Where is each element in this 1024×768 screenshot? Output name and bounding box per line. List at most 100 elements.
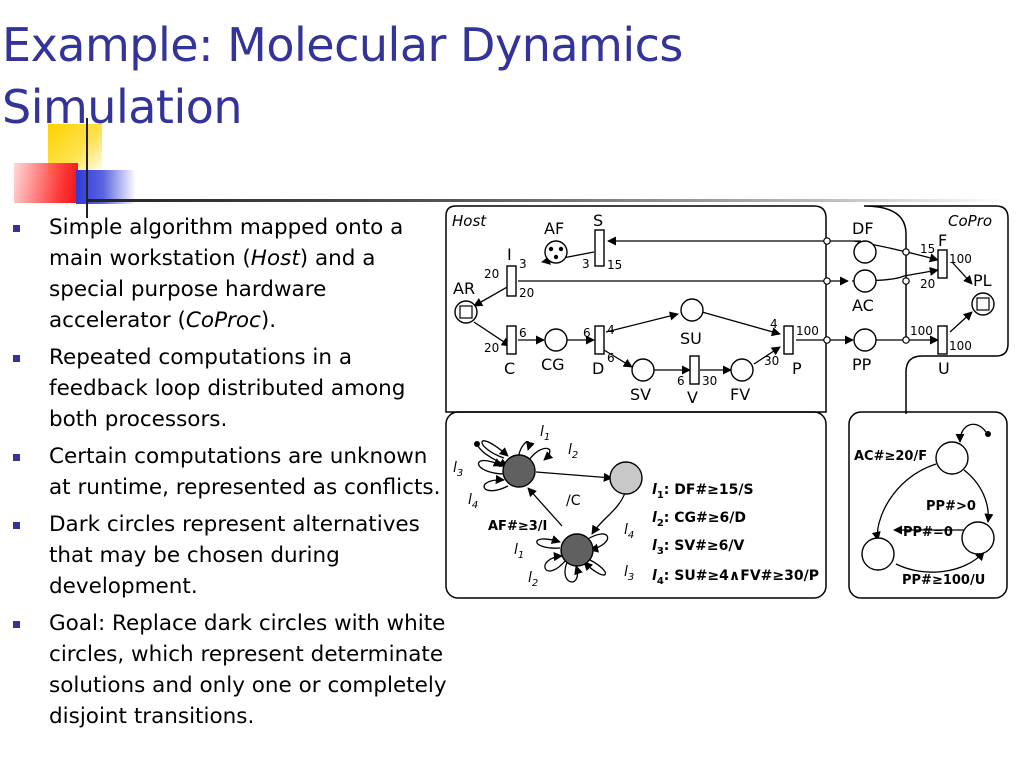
bullet-item: Simple algorithm mapped onto a main work… <box>12 212 448 336</box>
bullet-text: Goal: Replace dark circles with white ci… <box>49 611 447 729</box>
transition-f <box>937 249 948 279</box>
transition-i <box>506 265 517 297</box>
label-p: P <box>792 359 802 378</box>
loop-label-left-3: 3 <box>457 468 463 479</box>
bullet-marker <box>13 522 20 529</box>
guard-1-index: 1 <box>657 490 664 501</box>
host-fsm-box <box>445 411 827 599</box>
decor-vertical-line <box>86 118 88 218</box>
label-d: D <box>592 359 604 378</box>
label-f: F <box>938 231 947 250</box>
label-fv: FV <box>730 385 750 404</box>
place-ar <box>454 300 478 324</box>
weight-s-in: 3 <box>582 257 590 271</box>
label-u: U <box>938 359 950 378</box>
place-su <box>680 298 704 322</box>
bullet-text: ). <box>260 308 277 333</box>
weight-d-in: 6 <box>583 326 591 340</box>
label-pl: PL <box>973 271 992 290</box>
bullet-marker <box>13 355 20 362</box>
place-af <box>544 240 568 264</box>
loop-label-bottom-2: 2 <box>532 578 538 589</box>
svg-text:l4: SU#≥4∧FV#≥30/P: l4: SU#≥4∧FV#≥30/P <box>652 568 819 587</box>
bullet-item: Goal: Replace dark circles with white ci… <box>12 608 448 732</box>
weight-v-in: 6 <box>677 374 685 388</box>
weight-c-in: 20 <box>484 341 499 355</box>
label-c: C <box>504 359 515 378</box>
copro-edge-ac: AC#≥20/F <box>854 449 927 464</box>
weight-u-out: 100 <box>949 339 972 353</box>
host-region <box>445 205 827 413</box>
place-pp <box>853 328 877 352</box>
weight-i-out: 20 <box>519 286 534 300</box>
place-pl <box>971 292 995 316</box>
label-su: SU <box>680 329 702 348</box>
place-df <box>853 240 877 264</box>
svg-text:l2: l2 <box>568 442 578 461</box>
host-label: Host <box>452 212 487 230</box>
guard-4-expr: : SU#≥4∧FV#≥30/P <box>664 568 819 584</box>
guard-3-expr: : SV#≥6/V <box>664 538 745 554</box>
title-line-2: Simulation <box>2 80 243 134</box>
bullet-italic-text: CoProc <box>185 308 261 333</box>
bullet-text: Repeated computations in a feedback loop… <box>49 345 406 432</box>
host-fsm-light-state <box>609 461 643 495</box>
copro-fsm-state-2 <box>961 521 995 555</box>
petri-net-diagram: Host CoPro AF S I AR C CG D SU SV V FV P… <box>445 205 1009 599</box>
label-ar: AR <box>453 279 475 298</box>
host-fsm-dark-state-2 <box>560 533 594 567</box>
svg-text:l2: l2 <box>528 570 538 589</box>
title-line-1: Example: Molecular Dynamics <box>2 18 683 72</box>
label-df: DF <box>852 219 874 238</box>
weight-f-in2: 20 <box>920 277 935 291</box>
copro-edge-pp-gt: PP#>0 <box>926 499 976 514</box>
svg-text:l2: CG#≥6/D: l2: CG#≥6/D <box>652 510 746 529</box>
svg-text:l3: l3 <box>624 564 634 583</box>
place-sv <box>631 358 655 382</box>
slide-title: Example: Molecular Dynamics Simulation <box>2 14 683 138</box>
label-sv: SV <box>630 385 651 404</box>
loop-label-right-4: 4 <box>628 530 634 541</box>
bullet-item: Certain computations are unknown at runt… <box>12 441 448 503</box>
weight-f-out: 100 <box>949 252 972 266</box>
transition-d <box>594 325 605 355</box>
copro-label: CoPro <box>948 212 992 230</box>
loop-label-left-4: 4 <box>472 500 478 511</box>
loop-label-top-2: 2 <box>572 450 578 461</box>
bullet-marker <box>13 225 20 232</box>
edge-label-af: AF#≥3/I <box>488 519 547 534</box>
weight-f-in1: 15 <box>920 242 935 256</box>
svg-text:l4: l4 <box>468 492 478 511</box>
loop-label-bottom-1: 1 <box>518 550 524 561</box>
weight-i-left: 20 <box>484 267 499 281</box>
bullet-text: Certain computations are unknown at runt… <box>49 444 441 500</box>
edge-label-c: /C <box>566 493 581 509</box>
weight-i-top: 3 <box>519 257 527 271</box>
label-cg: CG <box>541 355 565 374</box>
svg-text:l3: l3 <box>453 460 463 479</box>
label-v: V <box>687 388 698 407</box>
decor-red-square <box>14 163 78 203</box>
transition-c <box>506 325 517 355</box>
loop-label-top-1: 1 <box>544 432 550 443</box>
svg-text:l1: DF#≥15/S: l1: DF#≥15/S <box>652 482 754 501</box>
bullet-item: Dark circles represent alternatives that… <box>12 509 448 602</box>
label-af: AF <box>544 219 564 238</box>
svg-text:l1: l1 <box>540 424 550 443</box>
copro-edge-pp-u: PP#≥100/U <box>902 573 985 588</box>
guard-1-expr: : DF#≥15/S <box>664 482 754 498</box>
label-s: S <box>593 211 603 230</box>
guard-4-index: 4 <box>657 576 664 587</box>
bullet-italic-text: Host <box>250 246 300 271</box>
weight-s-out: 15 <box>607 258 622 272</box>
weight-d-out2: 6 <box>607 351 615 365</box>
label-i: I <box>507 245 512 264</box>
host-fsm-dark-state-1 <box>502 454 536 488</box>
svg-text:l3: SV#≥6/V: l3: SV#≥6/V <box>652 538 744 557</box>
transition-p <box>783 325 794 355</box>
bullet-text: Dark circles represent alternatives that… <box>49 512 420 599</box>
guard-2-expr: : CG#≥6/D <box>664 510 746 526</box>
weight-p-in1: 4 <box>770 317 778 331</box>
place-cg <box>544 328 568 352</box>
bullet-list: Simple algorithm mapped onto a main work… <box>12 212 448 738</box>
